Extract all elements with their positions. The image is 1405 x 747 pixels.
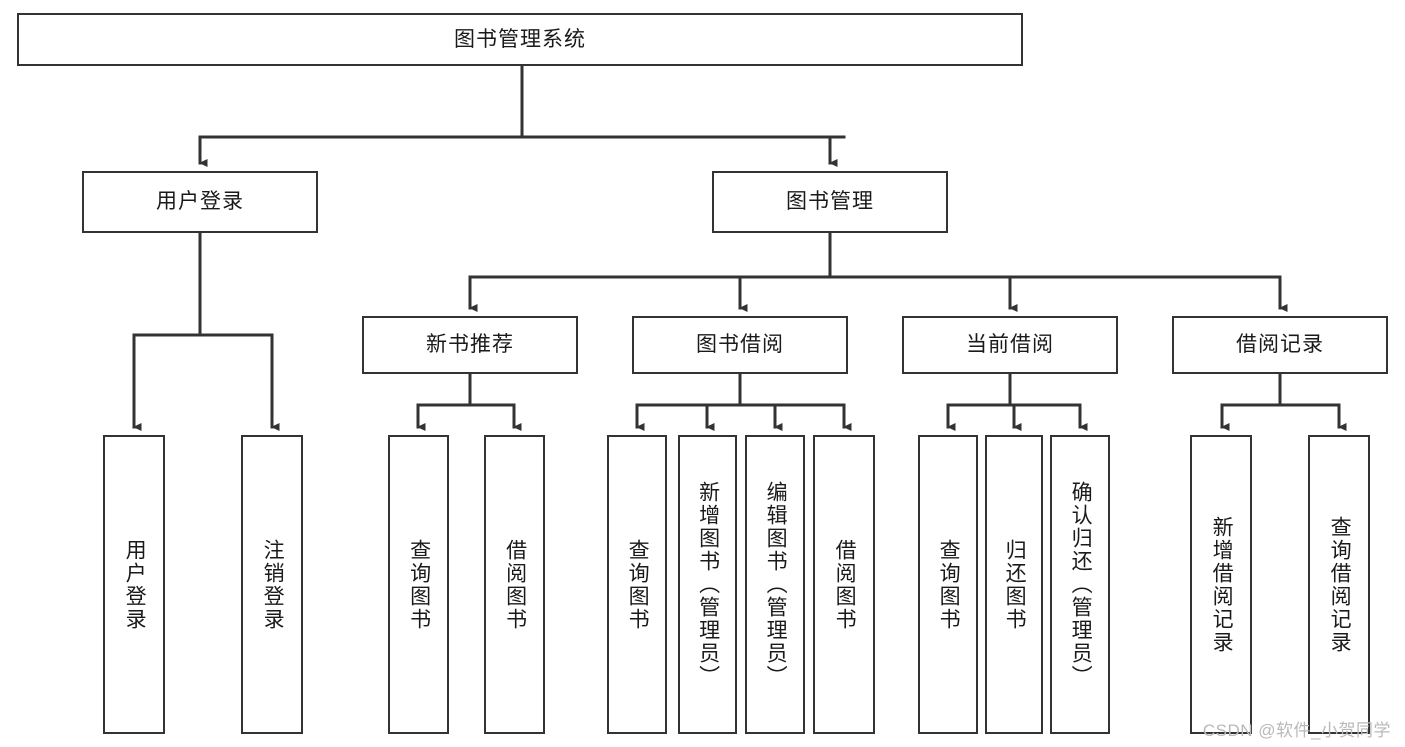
leaf-current-confirm-return[interactable]: 确认归还（管理员）	[1050, 435, 1110, 734]
node-book-management[interactable]: 图书管理	[712, 171, 948, 233]
leaf-new-book-borrow[interactable]: 借阅图书	[484, 435, 545, 734]
node-root-label: 图书管理系统	[454, 27, 586, 51]
leaf-label: 查询借阅记录	[1328, 515, 1352, 654]
leaf-label: 归还图书	[1003, 538, 1027, 631]
leaf-label: 编辑图书（管理员）	[764, 481, 788, 688]
leaf-label: 用户登录	[123, 538, 147, 631]
leaf-current-return[interactable]: 归还图书	[985, 435, 1043, 734]
leaf-borrow-edit-book[interactable]: 编辑图书（管理员）	[745, 435, 805, 734]
node-current-borrow-label: 当前借阅	[966, 333, 1054, 357]
node-book-borrow[interactable]: 图书借阅	[632, 316, 848, 374]
node-new-book-recommend[interactable]: 新书推荐	[362, 316, 578, 374]
node-borrow-records[interactable]: 借阅记录	[1172, 316, 1388, 374]
leaf-label: 借阅图书	[503, 538, 527, 631]
node-borrow-records-label: 借阅记录	[1236, 333, 1324, 357]
leaf-label: 借阅图书	[833, 538, 857, 631]
node-book-borrow-label: 图书借阅	[696, 333, 784, 357]
node-book-management-label: 图书管理	[786, 190, 874, 214]
leaf-label: 查询图书	[937, 538, 961, 631]
leaf-label: 新增图书（管理员）	[696, 481, 720, 688]
leaf-new-book-query[interactable]: 查询图书	[388, 435, 449, 734]
node-user-login[interactable]: 用户登录	[82, 171, 318, 233]
leaf-borrow-query[interactable]: 查询图书	[607, 435, 667, 734]
node-root[interactable]: 图书管理系统	[17, 13, 1023, 66]
leaf-label: 查询图书	[407, 538, 431, 631]
leaf-label: 新增借阅记录	[1210, 515, 1234, 654]
leaf-label: 查询图书	[626, 538, 650, 631]
watermark: CSDN @软件_小贺同学	[1202, 721, 1391, 740]
leaf-label: 确认归还（管理员）	[1069, 481, 1093, 688]
node-current-borrow[interactable]: 当前借阅	[902, 316, 1118, 374]
leaf-borrow-add-book[interactable]: 新增图书（管理员）	[678, 435, 737, 734]
leaf-records-add[interactable]: 新增借阅记录	[1190, 435, 1252, 734]
leaf-current-query[interactable]: 查询图书	[918, 435, 978, 734]
node-user-login-label: 用户登录	[156, 190, 244, 214]
leaf-label: 注销登录	[261, 538, 285, 631]
node-new-book-recommend-label: 新书推荐	[426, 333, 514, 357]
leaf-borrow-borrow-book[interactable]: 借阅图书	[813, 435, 875, 734]
leaf-records-query[interactable]: 查询借阅记录	[1308, 435, 1370, 734]
leaf-user-login-login[interactable]: 用户登录	[103, 435, 165, 734]
leaf-user-login-logout[interactable]: 注销登录	[241, 435, 303, 734]
